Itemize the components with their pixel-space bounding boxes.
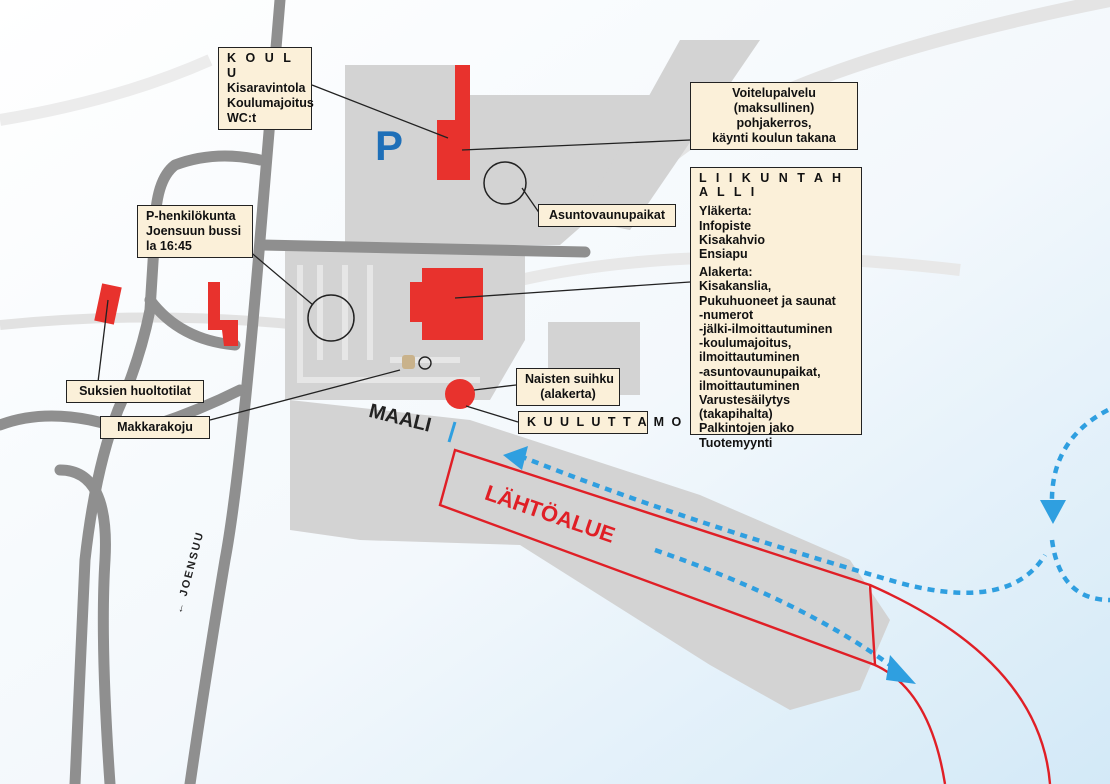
buildings [94, 65, 483, 409]
makkarakoju-circle [418, 356, 432, 370]
phenkilo-line-2: Joensuun bussi [146, 224, 242, 238]
alakerta-item-10: (takapihalta) [699, 407, 773, 422]
ylakerta-item-2: Kisakahvio [699, 232, 766, 247]
phenkilo-line-1: P-henkilökunta [146, 209, 236, 223]
asuntovaunupaikat-label: Asuntovaunupaikat [538, 204, 676, 227]
alakerta-item-6: ilmoittautuminen [699, 350, 800, 365]
voitelupalvelu-label: Voitelupalvelu (maksullinen) pohjakerros… [690, 82, 858, 150]
suksien-huoltotilat-label: Suksien huoltotilat [66, 380, 204, 403]
naisten-line-1: Naisten suihku [525, 372, 614, 386]
start-area [438, 448, 1052, 784]
koulu-line-3: WC:t [227, 111, 257, 125]
finish-line-marker [447, 421, 457, 443]
liikuntahalli-label: L I I K U N T A H A L L I Yläkerta: Info… [690, 167, 862, 450]
kuuluttamo-text: K U U L U T T A M O [527, 415, 684, 429]
alakerta-item-3: -numerot [699, 307, 754, 322]
venue-area-details [297, 265, 480, 383]
red-route-1 [869, 583, 1052, 784]
parking-symbol: P [375, 122, 404, 169]
alakerta-item-5: -koulumajoitus, [699, 336, 792, 351]
phenkilo-line-3: la 16:45 [146, 239, 192, 253]
liikuntahalli-building [410, 268, 483, 340]
makkara-text: Makkarakoju [117, 420, 193, 434]
building-small [208, 282, 238, 346]
asuntovaunu-circle [483, 161, 527, 205]
voitelu-line-1: Voitelupalvelu [732, 86, 816, 100]
koulu-building [437, 65, 470, 180]
naisten-suihku-label: Naisten suihku (alakerta) [516, 368, 620, 406]
suksien-text: Suksien huoltotilat [79, 384, 191, 398]
makkarakoju-label: Makkarakoju [100, 416, 210, 439]
alakerta-item-11: Palkintojen jako [699, 421, 795, 436]
leader-lines [97, 84, 691, 423]
koulu-line-1: Kisaravintola [227, 81, 306, 95]
p-henkilokunta-label: P-henkilökunta Joensuun bussi la 16:45 [137, 205, 253, 258]
voitelu-line-3: pohjakerros, [736, 116, 812, 130]
alakerta-item-2: Pukuhuoneet ja saunat [699, 293, 836, 308]
kuuluttamo-label: K U U L U T T A M O [518, 411, 684, 434]
arrow-to-finish [503, 446, 528, 470]
alakerta-item-7: -asuntovaunupaikat, [699, 364, 821, 379]
voitelu-line-4: käynti koulun takana [712, 131, 836, 145]
voitelu-line-2: (maksullinen) [733, 101, 815, 115]
alakerta-item-1: Kisakanslia, [699, 279, 772, 294]
ylakerta-item-3: Ensiapu [699, 247, 748, 262]
koulu-line-2: Koulumajoitus [227, 96, 314, 110]
alakerta-item-8: ilmoittautuminen [699, 378, 800, 393]
ylakerta-item-1: Infopiste [699, 218, 752, 233]
trail-top-left [0, 54, 213, 126]
naisten-suihku-building [445, 379, 475, 409]
ylakerta-heading: Yläkerta: [699, 204, 752, 219]
koulu-title: K O U L U [227, 51, 294, 80]
koulu-label: K O U L U Kisaravintola Koulumajoitus WC… [218, 47, 314, 130]
makkarakoju-marker [402, 355, 415, 369]
naisten-line-2: (alakerta) [540, 387, 596, 401]
alakerta-item-4: -jälki-ilmoittautuminen [699, 322, 833, 337]
bus-stop-circle [307, 294, 355, 342]
alakerta-item-12: Tuotemyynti [699, 435, 773, 450]
arrow-out [886, 655, 916, 684]
alakerta-item-9: Varustesäilytys [699, 393, 791, 408]
liikuntahalli-title: L I I K U N T A H A L L I [699, 171, 844, 200]
arrow-down-right [1040, 500, 1066, 524]
blue-route [519, 408, 1110, 667]
alakerta-heading: Alakerta: [699, 265, 753, 280]
asuntovaunu-text: Asuntovaunupaikat [549, 208, 665, 222]
red-route-2 [874, 663, 947, 784]
